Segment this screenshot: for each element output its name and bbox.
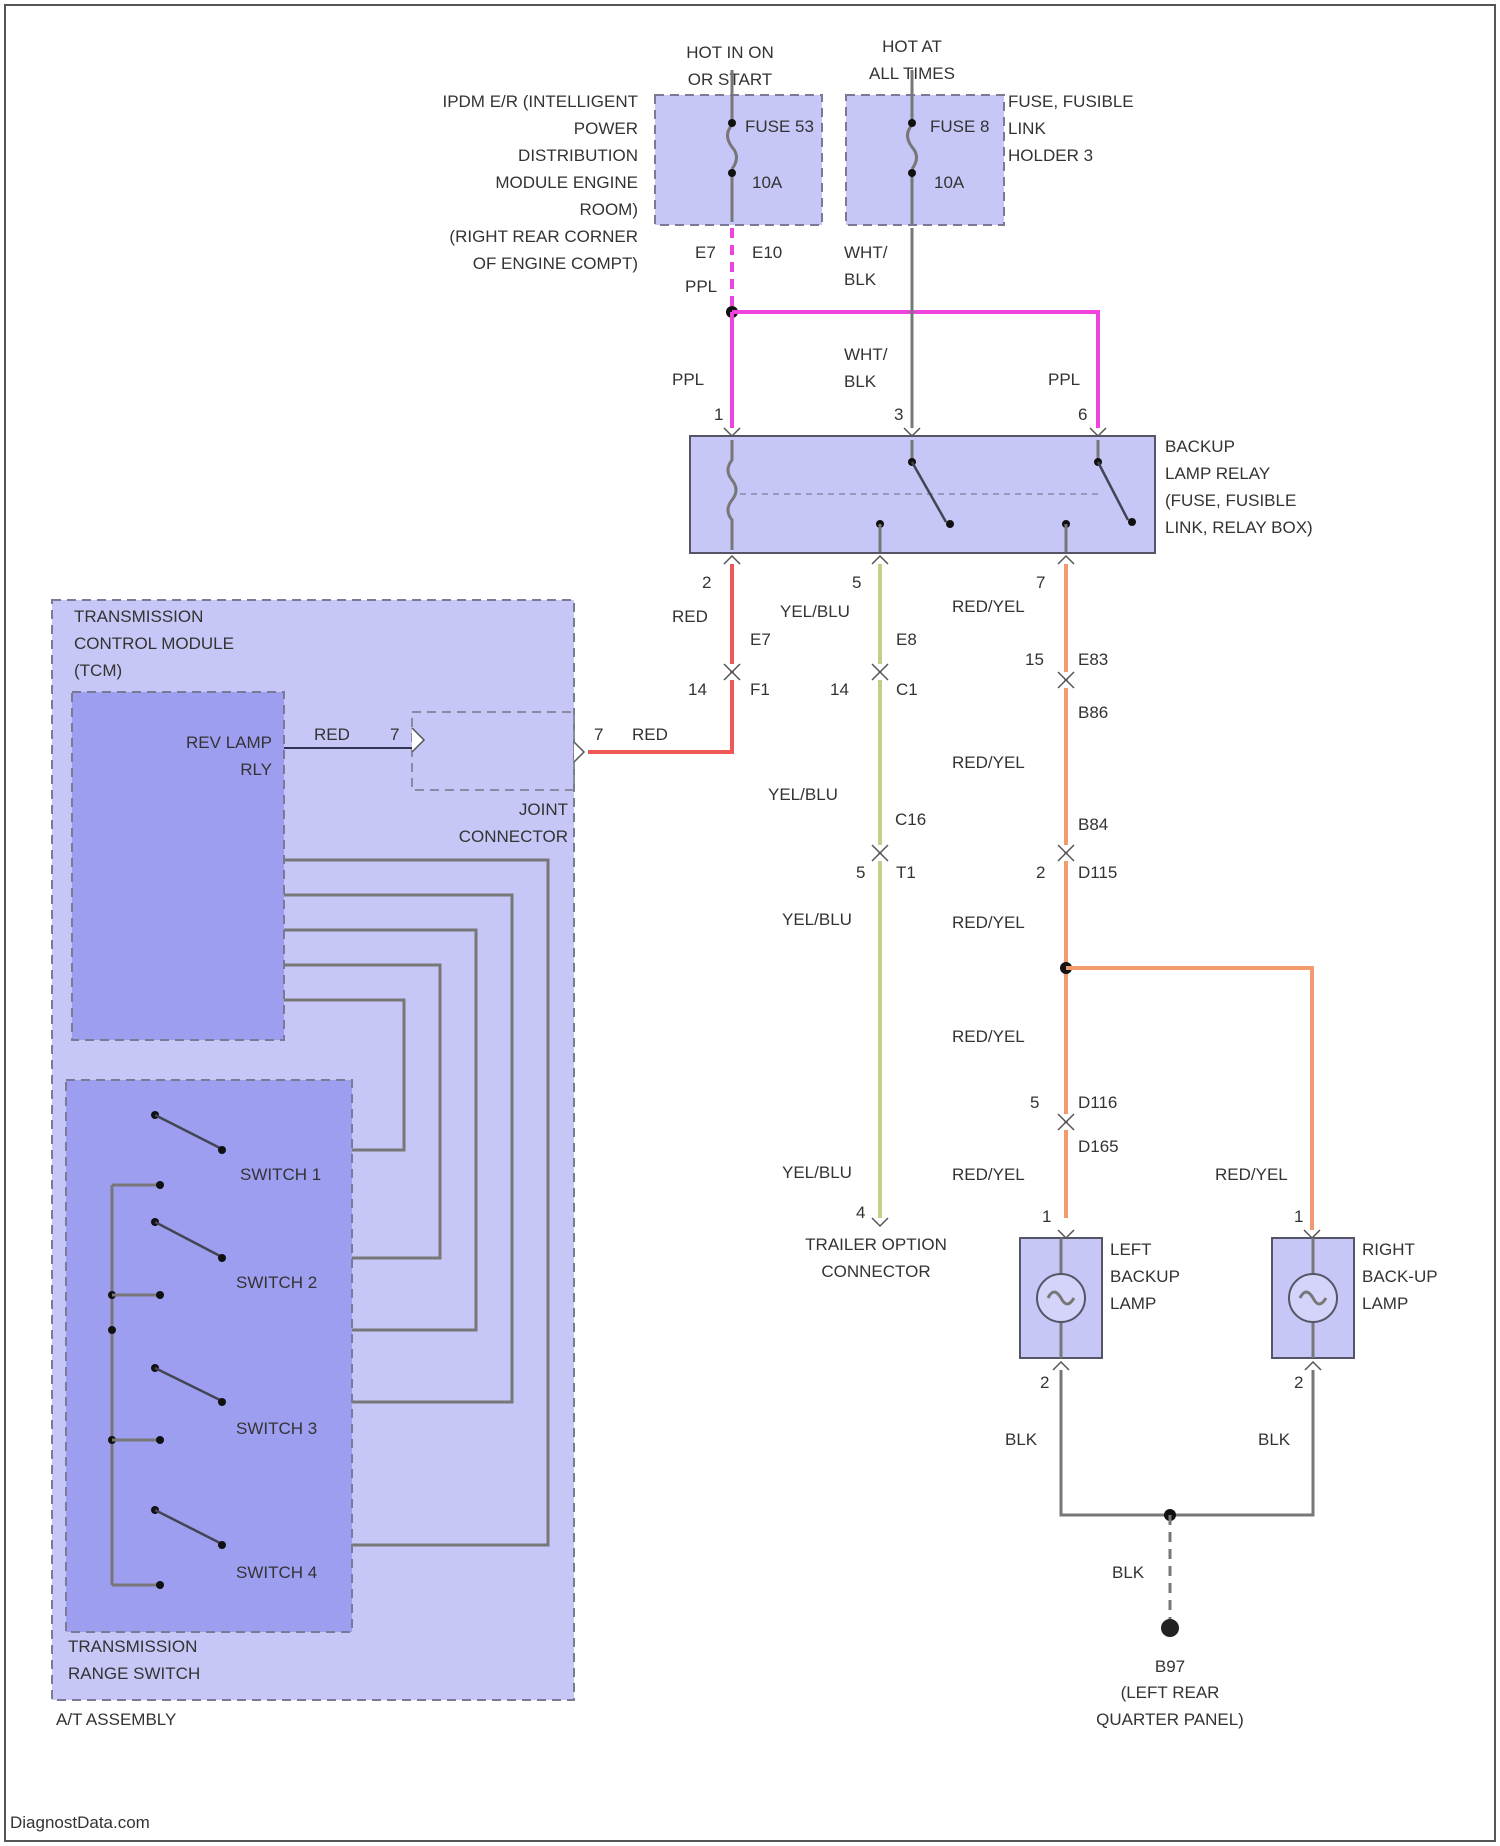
red-yel-label-2: RED/YEL: [952, 753, 1025, 772]
conn-c16: C16: [895, 810, 926, 829]
fuse8-terminal-bottom: [908, 169, 916, 177]
conn-d165: D165: [1078, 1137, 1119, 1156]
blk-label-left: BLK: [1005, 1430, 1038, 1449]
fuse8-rating: 10A: [934, 173, 965, 192]
red-wire: [588, 564, 732, 752]
conn-d116: D116: [1078, 1093, 1117, 1112]
pin-2-d115: 2: [1036, 863, 1045, 882]
yel-blu-label-4: YEL/BLU: [782, 1163, 852, 1182]
red-yel-label-5: RED/YEL: [952, 1165, 1025, 1184]
right-lamp-pin-symbol: [1304, 1230, 1320, 1238]
right-lamp-pin-1: 1: [1294, 1207, 1303, 1226]
conn-d115: D115: [1078, 863, 1117, 882]
ppl-label-left: PPL: [672, 370, 704, 389]
conn-e83: E83: [1078, 650, 1108, 669]
joint-pin-7-in: 7: [390, 725, 399, 744]
relay-pin-5: 5: [852, 573, 861, 592]
switch-3-label: SWITCH 3: [236, 1419, 317, 1438]
relay-contact2-nc: [1128, 518, 1136, 526]
trailer-pin-symbol: [872, 1218, 888, 1226]
red-yel-label-6: RED/YEL: [1215, 1165, 1288, 1184]
relay-pin-1: 1: [714, 405, 723, 424]
fuse8-name: FUSE 8: [930, 117, 990, 136]
watermark: DiagnostData.com: [10, 1813, 150, 1832]
switch-2-label: SWITCH 2: [236, 1273, 317, 1292]
yel-blu-label-3: YEL/BLU: [782, 910, 852, 929]
ppl-label-right: PPL: [1048, 370, 1080, 389]
joint-pin-7: 7: [594, 725, 603, 744]
left-lamp-pin-symbol: [1058, 1230, 1074, 1238]
conn-t1: T1: [896, 863, 916, 882]
relay-pin-2: 2: [702, 573, 711, 592]
conn-f1: F1: [750, 680, 770, 699]
red-yel-label-3: RED/YEL: [952, 913, 1025, 932]
fuse53-terminal-bottom: [728, 169, 736, 177]
ground-id: B97: [1155, 1657, 1185, 1676]
relay-pin-7: 7: [1036, 573, 1045, 592]
at-assembly-label: A/T ASSEMBLY: [56, 1710, 176, 1729]
conn-e8-c1-symbol: [872, 664, 888, 680]
yel-blu-label-1: YEL/BLU: [780, 602, 850, 621]
conn-b84-d115-symbol: [1058, 845, 1074, 861]
pin-14-left: 14: [688, 680, 707, 699]
ppl-wire-to-relay-pin6: [732, 312, 1098, 428]
ipdm-box: [655, 95, 822, 225]
left-lamp-pin-1: 1: [1042, 1207, 1051, 1226]
conn-b86: B86: [1078, 703, 1108, 722]
red-yel-label-4: RED/YEL: [952, 1027, 1025, 1046]
left-lamp-ground-pin: [1053, 1362, 1069, 1370]
fuse53-rating: 10A: [752, 173, 783, 192]
conn-e8: E8: [896, 630, 917, 649]
wht-blk-label-bottom: WHT/BLK: [844, 345, 888, 391]
ppl-label-top: PPL: [685, 277, 717, 296]
ipdm-connector-e7: E7: [695, 243, 716, 262]
ipdm-connector-e10: E10: [752, 243, 782, 262]
fuse53-name: FUSE 53: [745, 117, 814, 136]
conn-e7-f1-symbol: [724, 664, 740, 680]
conn-b84: B84: [1078, 815, 1108, 834]
pin-5-mid: 5: [856, 863, 865, 882]
right-lamp-pin-2: 2: [1294, 1373, 1303, 1392]
relay-contact1-nc: [946, 520, 954, 528]
fuse53-terminal-top: [728, 119, 736, 127]
fuse8-terminal-top: [908, 119, 916, 127]
conn-c1: C1: [896, 680, 918, 699]
pin-14-mid: 14: [830, 680, 849, 699]
blk-label-ground: BLK: [1112, 1563, 1145, 1582]
red-label-upper: RED: [672, 607, 708, 626]
left-lamp-pin-2: 2: [1040, 1373, 1049, 1392]
conn-c16-t1-symbol: [872, 845, 888, 861]
relay-pin-6: 6: [1078, 405, 1087, 424]
wht-blk-label-top: WHT/BLK: [844, 243, 888, 289]
blk-label-right: BLK: [1258, 1430, 1291, 1449]
red-yel-label-1: RED/YEL: [952, 597, 1025, 616]
right-lamp-ground-pin: [1305, 1362, 1321, 1370]
ground-icon: [1161, 1619, 1179, 1637]
conn-d116-d165-symbol: [1058, 1114, 1074, 1130]
rev-lamp-wire-label: RED: [314, 725, 350, 744]
conn-e7-mid: E7: [750, 630, 771, 649]
pin-4-trailer: 4: [856, 1203, 865, 1222]
switch-1-label: SWITCH 1: [240, 1165, 321, 1184]
red-label-lower: RED: [632, 725, 668, 744]
pin-5-d116: 5: [1030, 1093, 1039, 1112]
yel-blu-label-2: YEL/BLU: [768, 785, 838, 804]
joint-connector-out-symbol: [574, 742, 584, 762]
switch-4-label: SWITCH 4: [236, 1563, 317, 1582]
pin-15: 15: [1025, 650, 1044, 669]
transmission-range-switch: [66, 1080, 352, 1632]
conn-e83-b86-symbol: [1058, 672, 1074, 688]
relay-pin-3: 3: [894, 405, 903, 424]
fusible-link-box: [846, 95, 1004, 225]
